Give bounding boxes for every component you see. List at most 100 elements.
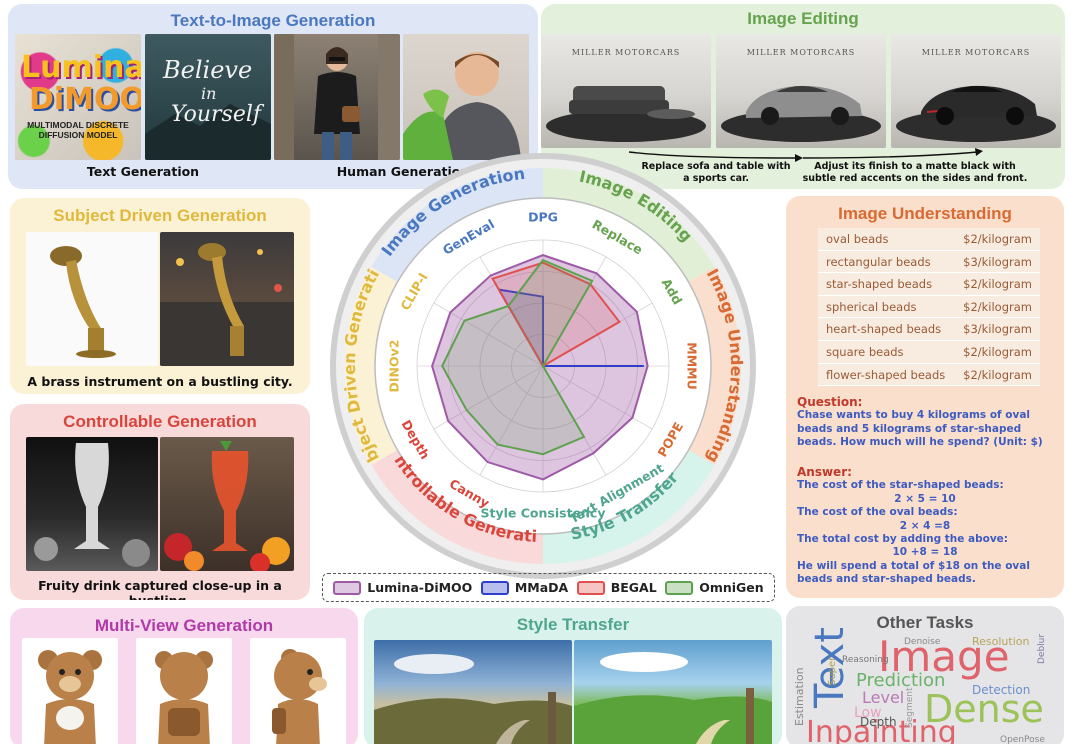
edit-caption-1: Replace sofa and table with a sports car…	[641, 161, 791, 184]
legend-item: MMaDA	[480, 580, 569, 595]
radar-metric-label: Text Alignment	[567, 460, 666, 526]
subject-caption: A brass instrument on a bustling city.	[27, 374, 293, 389]
image-editing-panel: Image Editing MILLER MOTORCARS MILLER MO…	[541, 4, 1065, 189]
word-cloud-word: Reasoning	[842, 655, 889, 665]
bead-price: $3/kilogram	[963, 254, 1032, 269]
price-table-row: spherical beads $2/kilogram	[818, 296, 1040, 319]
edit-step-3-image: MILLER MOTORCARS	[891, 34, 1061, 148]
control-caption: Fruity drink captured close-up in a bust…	[38, 578, 282, 600]
subject-title: Subject Driven Generation	[53, 206, 267, 225]
radar-series-polygon	[496, 288, 644, 367]
radar-series-polygon	[441, 258, 594, 456]
brass-horn-image	[26, 232, 158, 366]
radar-ring-label: Image Understanding	[703, 265, 746, 466]
word-cloud-word: Super	[827, 656, 838, 686]
radar-series-polygon	[431, 254, 649, 481]
control-title: Controllable Generation	[63, 412, 257, 431]
word-cloud-word: Detection	[972, 683, 1031, 697]
price-table-row: star-shaped beads $2/kilogram	[818, 273, 1040, 296]
woman-figure	[274, 34, 400, 160]
edit-sign-2: MILLER MOTORCARS	[746, 48, 856, 57]
radar-metric-label: Style Consistency	[481, 506, 606, 521]
question-block: Question: Chase wants to buy 4 kilograms…	[797, 395, 1053, 450]
answer-line: The total cost by adding the above:	[797, 533, 1008, 546]
legend-swatch	[665, 580, 694, 595]
edit-step-1-image: MILLER MOTORCARS	[541, 34, 711, 148]
bead-price: $2/kilogram	[963, 277, 1032, 292]
legend-item: BEGAL	[576, 580, 657, 595]
word-cloud-word: Denoise	[904, 637, 941, 647]
radar-outer-shadow	[330, 153, 756, 579]
style-result-image	[574, 640, 772, 744]
radar-series-polygon	[491, 261, 621, 368]
price-table-row: square beads$2/kilogram	[818, 341, 1040, 364]
depth-glass-drawing	[34, 443, 150, 567]
style-transfer-panel: Style Transfer	[364, 608, 782, 744]
radar-metric-label: POPE	[654, 420, 686, 460]
sofa-table-drawing	[546, 86, 706, 142]
radar-metric-label: DPG	[528, 210, 558, 225]
radar-metric-label: Replace	[590, 217, 646, 258]
bead-type: star-shaped beads	[826, 277, 933, 292]
legend-label: MMaDA	[514, 580, 569, 595]
understanding-title: Image Understanding	[838, 204, 1012, 223]
edit-title: Image Editing	[747, 9, 859, 28]
word-cloud-word: Resolution	[972, 635, 1030, 648]
depth-map-image	[26, 437, 158, 571]
radar-axis-line	[479, 256, 544, 367]
multi-view-panel: Multi-View Generation	[10, 608, 358, 744]
radar-metric-label: GenEval	[440, 216, 497, 258]
bead-type: oval beads	[826, 232, 889, 246]
radar-metric-label: Canny	[447, 476, 492, 511]
bead-type: spherical beads	[826, 299, 917, 314]
boy-iguana-image	[403, 34, 529, 160]
radar-ring-label: Style Transfer	[569, 468, 682, 544]
radar-metric-label: Depth	[399, 417, 433, 461]
edit-step-2-image: MILLER MOTORCARS	[716, 34, 886, 148]
word-cloud-word: Image	[878, 632, 1010, 681]
bear-side-image	[250, 638, 346, 744]
fruity-drink-image	[160, 437, 294, 571]
word-cloud-word: Prediction	[856, 670, 946, 691]
t2i-title: Text-to-Image Generation	[170, 11, 376, 30]
word-cloud-word: Inpainting	[806, 715, 957, 744]
legend-swatch	[480, 580, 509, 595]
bead-price: $2/kilogram	[963, 299, 1032, 314]
bear-back-drawing	[155, 651, 213, 744]
price-table-row: heart-shaped beads$3/kilogram	[818, 318, 1040, 341]
bear-front-drawing	[38, 650, 102, 744]
style-title: Style Transfer	[516, 615, 630, 634]
radar-ring-sector	[345, 267, 398, 465]
answer-line: The cost of the star-shaped beads:	[797, 479, 1004, 492]
question-text: Chase wants to buy 4 kilograms of oval b…	[797, 409, 1043, 449]
price-table-row: flower-shaped beads$2/kilogram	[818, 364, 1040, 387]
city-horn-drawing	[160, 243, 294, 366]
poster-subtitle: MULTIMODAL DISCRETE DIFFUSION MODEL	[27, 120, 129, 140]
radar-axis-line	[542, 302, 653, 367]
black-car-drawing	[896, 85, 1056, 142]
horn-city-image	[160, 232, 294, 366]
radar-ring-sector	[688, 267, 741, 465]
human-generation-caption: Human Generation	[336, 164, 470, 179]
bead-type: heart-shaped beads	[826, 322, 942, 337]
word-cloud-word: Dense	[924, 687, 1044, 731]
word-cloud-word: OpenPose	[1000, 735, 1045, 744]
text-generation-caption: Text Generation	[86, 164, 200, 179]
answer-line: He will spend a total of $18 on the oval…	[797, 559, 1030, 586]
subject-driven-panel: Subject Driven Generation A brass instru…	[10, 198, 310, 394]
answer-line: 10 +8 = 18	[892, 546, 958, 559]
price-table-row: oval beads$2/kilogram	[818, 228, 1040, 251]
landscape-photo-drawing	[374, 654, 572, 744]
multiview-title: Multi-View Generation	[94, 616, 274, 635]
style-source-image	[374, 640, 572, 744]
mountain-silhouette	[145, 104, 271, 160]
radar-grid-circle	[479, 302, 607, 430]
woman-street-image	[274, 34, 400, 160]
radar-metric-label: Add	[659, 276, 686, 307]
radar-grid-circle	[511, 334, 575, 398]
bear-back-image	[136, 638, 232, 744]
radar-grid-circle	[448, 271, 638, 461]
word-cloud-word: Level	[862, 688, 905, 707]
word-cloud-word: Low	[854, 705, 882, 721]
